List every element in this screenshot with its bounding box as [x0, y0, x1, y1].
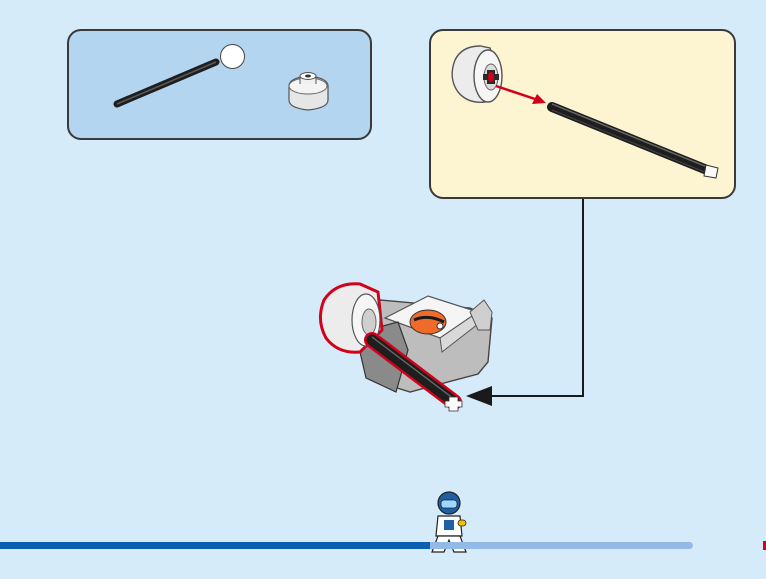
round-brick-icon [289, 73, 328, 111]
progress-fill [0, 542, 430, 549]
axle-icon [117, 62, 216, 104]
axle-closeup-icon [552, 104, 718, 178]
part-quantity-badge [220, 44, 245, 69]
assembled-model [320, 284, 492, 411]
round-brick-closeup-icon [452, 46, 502, 102]
sensor-logo-icon [410, 310, 446, 334]
insert-direction-arrow [496, 86, 546, 104]
